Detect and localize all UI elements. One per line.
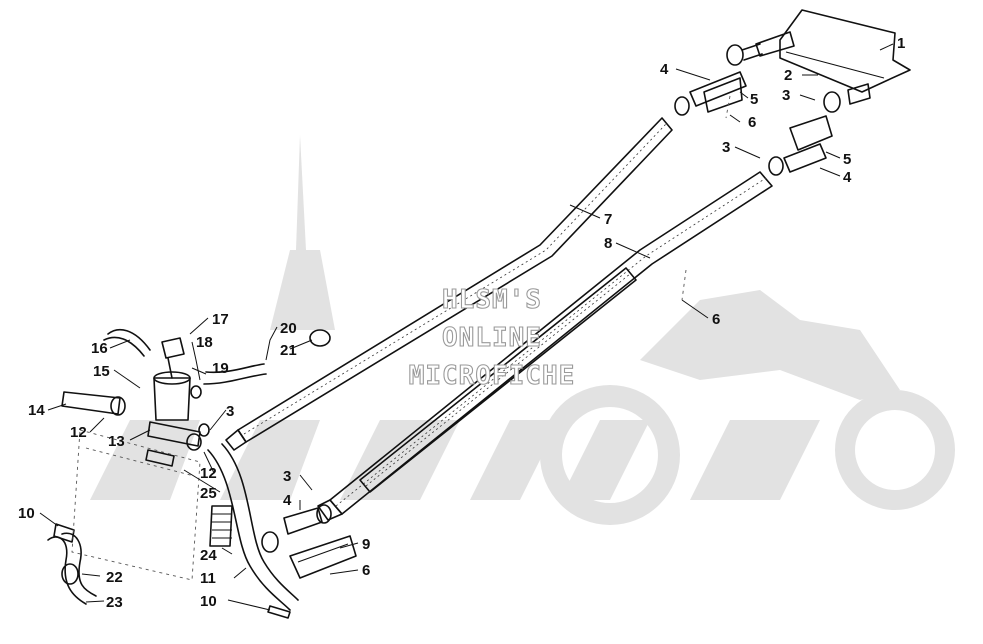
leader-lines — [39, 43, 894, 611]
callout-17: 17 — [212, 311, 229, 328]
watermark-line-3: MICROFICHE — [409, 361, 576, 391]
part-7-upper-tube — [225, 117, 673, 451]
callout-6-bottom: 6 — [362, 562, 370, 579]
tank-inner-line — [85, 447, 195, 477]
callout-1: 1 — [897, 35, 905, 52]
callout-3-mid: 3 — [722, 139, 730, 156]
callout-7: 7 — [604, 211, 612, 228]
watermark-text: HLSM'S ONLINE MICROFICHE — [408, 284, 576, 391]
callout-8: 8 — [604, 235, 612, 252]
watermark-line-2: ONLINE — [442, 323, 542, 353]
callouts: 1 2 3 4 5 6 3 5 4 7 8 6 17 20 21 16 18 1… — [18, 35, 905, 611]
lower-hose-assembly — [47, 443, 299, 619]
callout-12-right: 12 — [200, 465, 217, 482]
callout-25: 25 — [200, 485, 217, 502]
callout-5-mid: 5 — [843, 151, 851, 168]
callout-24: 24 — [200, 547, 217, 564]
part-6-top-dashed-guide — [725, 95, 731, 119]
callout-18: 18 — [196, 334, 213, 351]
callout-3-top: 3 — [782, 87, 790, 104]
callout-6-top: 6 — [748, 114, 756, 131]
callout-12-left: 12 — [70, 424, 87, 441]
callout-5-top: 5 — [750, 91, 758, 108]
callout-15: 15 — [93, 363, 110, 380]
callout-3-left: 3 — [226, 403, 234, 420]
callout-9: 9 — [362, 536, 370, 553]
callout-23: 23 — [106, 594, 123, 611]
callout-14: 14 — [28, 402, 45, 419]
callout-13: 13 — [108, 433, 125, 450]
part-8-lower-tube — [317, 171, 773, 521]
callout-11: 11 — [200, 570, 216, 587]
callout-20: 20 — [280, 320, 297, 337]
callout-4-top: 4 — [660, 61, 669, 78]
callout-4-mid: 4 — [843, 169, 852, 186]
callout-3-bottom: 3 — [283, 468, 291, 485]
part-6-dashed-guide — [681, 269, 687, 301]
callout-19: 19 — [212, 360, 229, 377]
callout-10-top: 10 — [18, 505, 35, 522]
watermark-line-1: HLSM'S — [442, 285, 542, 315]
part-1-bracket — [726, 9, 911, 113]
callout-22: 22 — [106, 569, 123, 586]
callout-21: 21 — [280, 342, 297, 359]
lower-sleeve-and-pad — [261, 504, 357, 579]
tank-outline — [71, 429, 201, 581]
callout-10-bottom: 10 — [200, 593, 217, 610]
callout-2: 2 — [784, 67, 792, 84]
callout-16: 16 — [91, 340, 108, 357]
part-4-5-upper-sleeves — [674, 71, 833, 176]
callout-4-bottom: 4 — [283, 492, 292, 509]
coolant-bottle-assembly — [61, 328, 331, 467]
callout-6-mid: 6 — [712, 311, 720, 328]
brand-watermark-graphic — [90, 135, 955, 525]
